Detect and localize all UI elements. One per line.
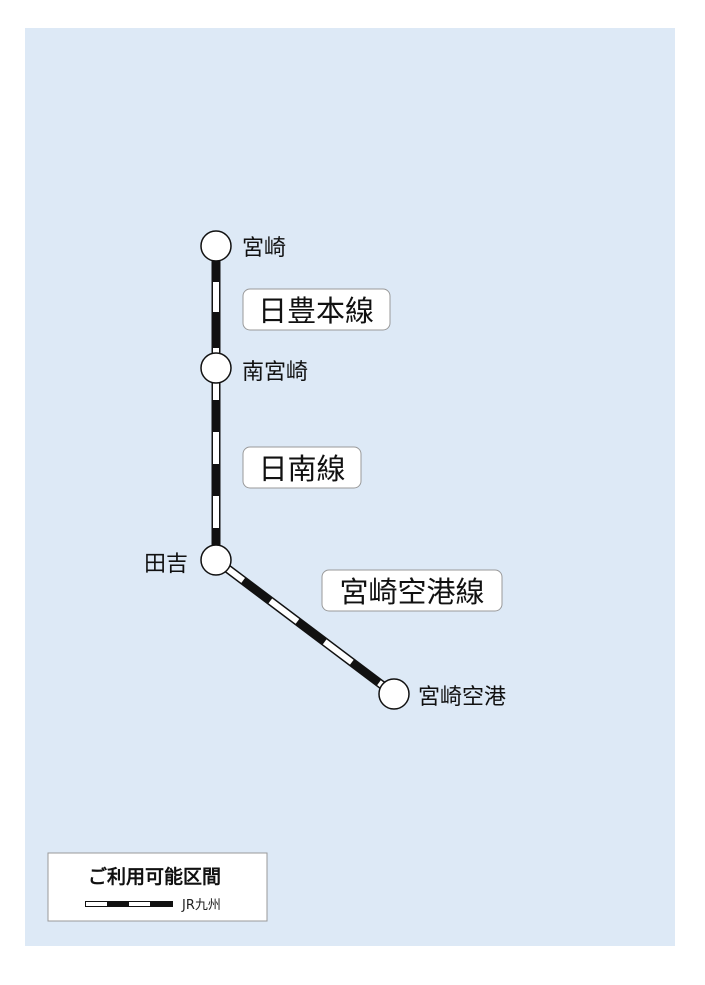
line-label-nippo-main-line: 日豊本線 bbox=[258, 294, 374, 328]
station-label-miyazaki: 宮崎 bbox=[242, 236, 286, 261]
track-miyazaki-airport-line bbox=[213, 556, 397, 698]
line-label-nichinan-line: 日南線 bbox=[258, 452, 345, 486]
station-marker-miyazaki[interactable] bbox=[200, 230, 232, 262]
legend-item-jr-kyushu: JR九州 bbox=[181, 898, 221, 913]
legend: ご利用可能区間 JR九州 bbox=[47, 852, 268, 922]
legend-title: ご利用可能区間 bbox=[88, 865, 221, 888]
line-label-miyazaki-airport-line: 宮崎空港線 bbox=[339, 575, 484, 609]
line-label-box bbox=[242, 446, 362, 489]
station-label-tayoshi: 田吉 bbox=[144, 552, 188, 577]
station-label-miyazaki-airport: 宮崎空港 bbox=[418, 685, 506, 710]
station-marker-miyazaki-airport[interactable] bbox=[378, 678, 410, 710]
legend-track-sample bbox=[85, 901, 173, 907]
line-label-box bbox=[242, 288, 391, 331]
station-marker-tayoshi[interactable] bbox=[200, 544, 232, 576]
line-label-box bbox=[321, 569, 503, 612]
station-marker-minami-miyazaki[interactable] bbox=[200, 352, 232, 384]
station-label-minami-miyazaki: 南宮崎 bbox=[242, 360, 308, 385]
